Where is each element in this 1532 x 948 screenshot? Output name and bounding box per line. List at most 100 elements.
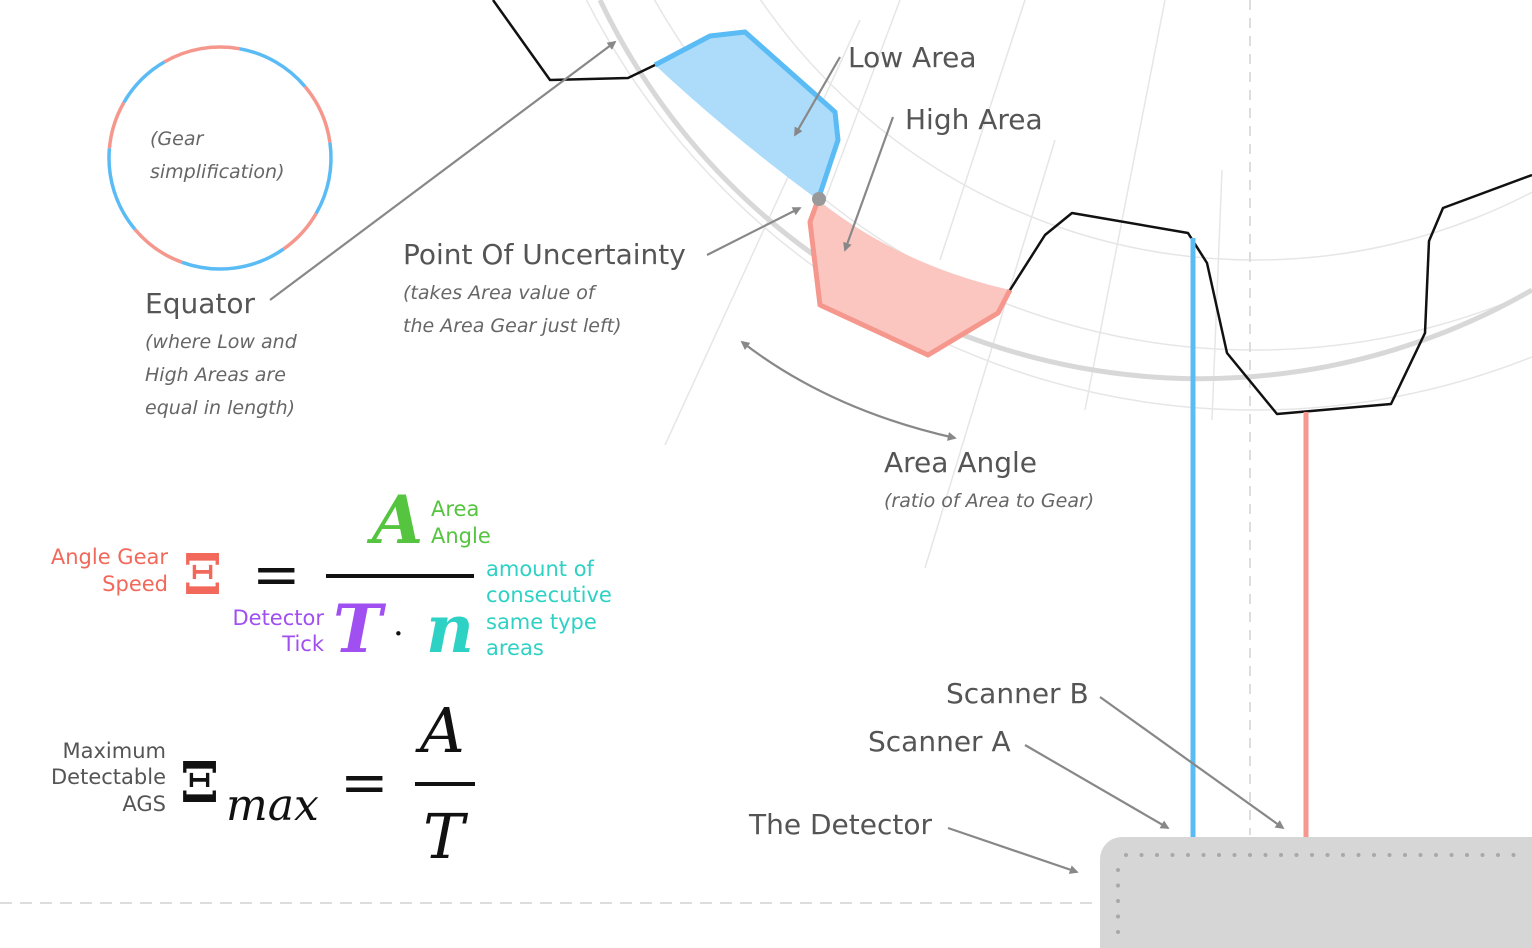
consecutive-areas-symbol: n	[426, 590, 474, 668]
area-angle-symbol: A	[366, 481, 423, 559]
gear-ring-segment	[181, 247, 285, 271]
angle-gear-speed-label-1: Angle Gear	[51, 545, 168, 569]
annotation-arrows	[269, 40, 1285, 874]
equator-title: Equator	[145, 287, 255, 320]
max-ags-label-2: Detectable	[51, 765, 166, 789]
area-angle-label: Area Angle	[884, 446, 1037, 479]
detector-dot	[1372, 853, 1376, 857]
detector-dot	[1116, 868, 1120, 872]
guide-radial	[1084, 0, 1166, 411]
detector-dot	[1232, 853, 1237, 857]
high-area-label: High Area	[905, 103, 1043, 136]
equator-note-3: equal in length)	[145, 397, 295, 419]
detector-dot	[1325, 853, 1330, 857]
detector-dot	[1248, 853, 1252, 857]
area-angle-sym-label-2: Angle	[431, 524, 491, 548]
detector-dot	[1434, 853, 1438, 857]
detector-dot	[1217, 853, 1221, 857]
area-angle-note: (ratio of Area to Gear)	[884, 490, 1094, 512]
detector-dot	[1139, 853, 1144, 857]
detector-dot	[1124, 853, 1128, 857]
high-area-region	[810, 200, 1010, 355]
detector-dot	[1279, 853, 1283, 857]
detector-dot	[1116, 914, 1120, 919]
high-area-outline	[807, 199, 1013, 358]
formula2-numerator: A	[415, 694, 465, 767]
gear-ring-segment	[303, 85, 332, 143]
gear-ring-segment	[163, 45, 240, 64]
detector-dot	[1403, 853, 1407, 857]
guide-arcs	[585, 0, 1532, 411]
gear-ring-segment	[107, 101, 126, 149]
guide-arc	[653, 0, 1532, 351]
detector-dot	[1356, 853, 1361, 857]
point-of-uncertainty-marker	[812, 192, 826, 206]
guide-arc	[585, 0, 1532, 411]
area-angle-sym-label-1: Area	[431, 497, 479, 521]
guide-arc	[759, 0, 1532, 261]
consecutive-label-2: consecutive	[486, 583, 612, 607]
detector-dots	[1116, 853, 1516, 934]
gear-ring-segment	[314, 142, 333, 215]
detector-dot	[1511, 853, 1516, 857]
angle-gear-speed-formula: Angle Gear Speed Ξ = A Area Angle T · n …	[51, 481, 612, 668]
uncertainty-note-1: (takes Area value of	[403, 282, 598, 304]
gear-simplification-label-2: simplification)	[150, 161, 284, 183]
detector-dot	[1116, 930, 1120, 934]
gear-ring-segment	[122, 60, 166, 104]
equator-note-2: High Areas are	[145, 364, 286, 386]
scanner-a-label: Scanner A	[868, 725, 1011, 758]
detector-dot	[1294, 853, 1299, 857]
max-subscript: max	[226, 780, 319, 831]
detector-tick-symbol: T	[333, 590, 387, 668]
detector-dot	[1341, 853, 1345, 857]
angle-gear-speed-label-2: Speed	[102, 572, 168, 596]
guide-radial	[939, 0, 1026, 261]
the-detector-label: The Detector	[748, 808, 932, 841]
gear-profile-left	[491, 0, 656, 82]
max-ags-label-3: AGS	[122, 792, 166, 816]
uncertainty-arrow	[706, 207, 802, 256]
low-area-outline	[653, 29, 841, 201]
low-area-arrow	[794, 56, 841, 137]
consecutive-label-1: amount of	[486, 557, 595, 581]
detector-dot	[1465, 853, 1469, 857]
uncertainty-note-2: the Area Gear just left)	[403, 315, 622, 337]
low-area-region	[655, 32, 838, 200]
guide-radials	[664, 0, 1223, 569]
guide-radial	[924, 139, 1056, 569]
scanner-b-arrow	[1099, 696, 1285, 830]
max-ags-formula: Maximum Detectable AGS Ξ max = A T	[51, 694, 475, 873]
formula2-equals: =	[340, 748, 389, 816]
formula1-equals: =	[252, 540, 301, 608]
gear-ring-segment	[133, 228, 183, 264]
detector-dot	[1263, 853, 1268, 857]
high-area-arrow	[843, 116, 895, 252]
detector-dot	[1418, 853, 1423, 857]
gear-simplification-label-1: (Gear	[150, 128, 204, 150]
max-ags-label-1: Maximum	[63, 739, 166, 763]
detector-dot	[1201, 853, 1206, 857]
point-of-uncertainty-label: Point Of Uncertainty	[403, 238, 686, 271]
gear-ring-segment	[107, 148, 137, 231]
consecutive-label-3: same type	[486, 610, 597, 634]
detector-dot	[1496, 853, 1500, 857]
detector-arrow	[947, 826, 1079, 874]
detector-dot	[1170, 853, 1175, 857]
low-area-label: Low Area	[848, 41, 976, 74]
detector-dot	[1310, 853, 1314, 857]
gear-profile-right	[1008, 173, 1532, 416]
equator-arrow	[269, 40, 617, 301]
scanner-b-label: Scanner B	[946, 677, 1089, 710]
detector-dot	[1155, 853, 1159, 857]
detector-dot	[1387, 853, 1392, 857]
angle-gear-speed-symbol: Ξ	[183, 542, 222, 608]
detector-dot	[1449, 853, 1454, 857]
guide-radial	[664, 19, 861, 446]
gear-simplification-ring	[107, 45, 333, 271]
equator-arc	[597, 0, 1532, 382]
detector-dot	[1116, 899, 1120, 903]
consecutive-label-4: areas	[486, 636, 544, 660]
scanner-a-arrow	[1024, 744, 1170, 829]
